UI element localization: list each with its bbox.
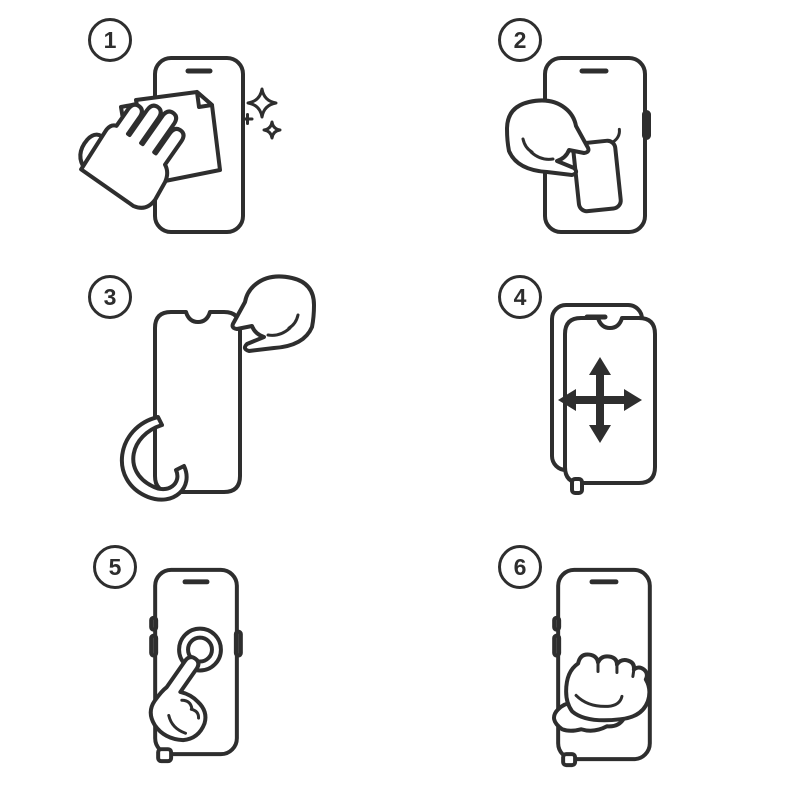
sparkles-icon <box>241 87 282 140</box>
step-2: 2 <box>400 0 800 267</box>
phone-icon <box>552 567 652 768</box>
step-2-illustration <box>505 56 651 234</box>
step-4: 4 <box>400 267 800 534</box>
step-number-badge: 2 <box>498 18 542 62</box>
pinch-hand-icon <box>505 98 591 177</box>
phone-icon <box>149 567 243 764</box>
step-number-badge: 5 <box>93 545 137 589</box>
pointing-hand-icon <box>148 655 208 743</box>
align-arrows-icon <box>558 357 642 443</box>
step-4-illustration <box>550 303 657 495</box>
step-5: 5 <box>0 534 400 800</box>
step-6: 6 <box>400 534 800 800</box>
step-3: 3 <box>0 267 400 534</box>
peel-curl-icon <box>119 415 189 502</box>
step-1-illustration <box>78 56 282 234</box>
open-hand-icon <box>78 102 186 210</box>
step-1: 1 <box>0 0 400 267</box>
step-5-illustration <box>148 567 243 764</box>
step-number-badge: 1 <box>88 18 132 62</box>
fist-hand-icon <box>564 652 652 723</box>
step-number-badge: 6 <box>498 545 542 589</box>
screen-protector-icon <box>563 316 657 495</box>
step-number-badge: 3 <box>88 275 132 319</box>
step-6-illustration <box>552 567 652 768</box>
screen-protector-icon <box>153 310 242 494</box>
step-number-badge: 4 <box>498 275 542 319</box>
pinch-hand-icon <box>230 274 316 353</box>
step-3-illustration <box>119 274 316 502</box>
peel-film-icon <box>571 127 623 214</box>
